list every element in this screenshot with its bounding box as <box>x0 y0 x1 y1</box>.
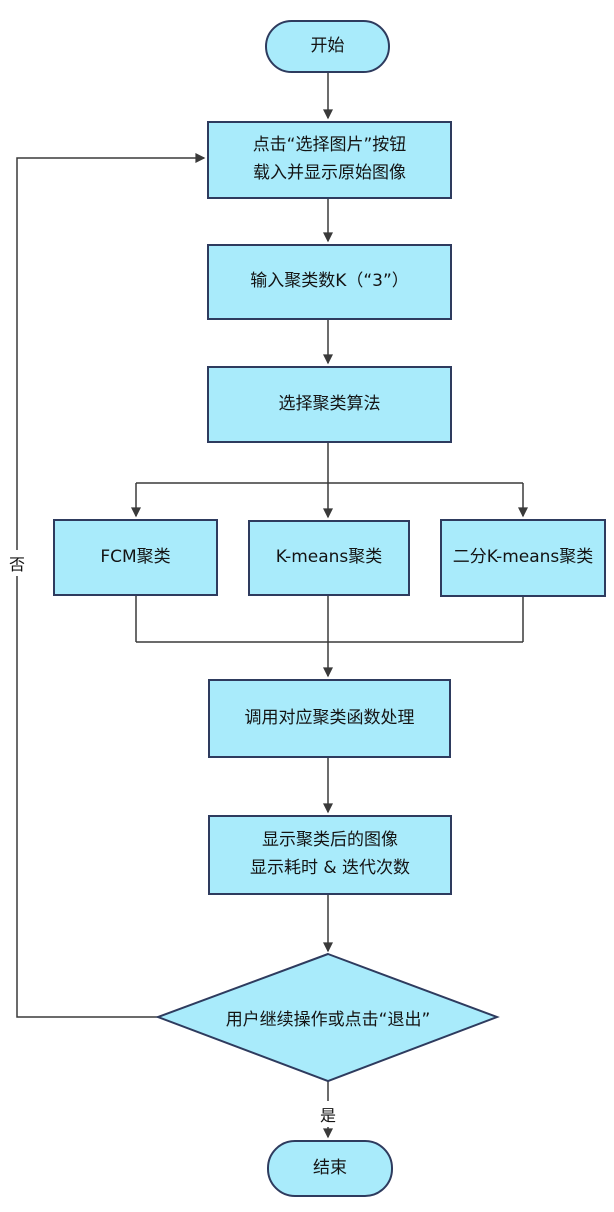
node-start-label: 开始 <box>310 35 345 56</box>
node-kmeans-label: K-means聚类 <box>275 547 383 568</box>
node-bisecting-kmeans-label: 二分K-means聚类 <box>452 547 594 568</box>
node-kmeans: K-means聚类 <box>248 520 410 596</box>
node-call-function-label: 调用对应聚类函数处理 <box>244 707 415 728</box>
node-input-k-label: 输入聚类数K（“3”） <box>250 271 409 292</box>
node-fcm-label: FCM聚类 <box>100 546 171 567</box>
node-show-result-line2: 显示耗时 & 迭代次数 <box>249 858 411 878</box>
decision-label: 用户继续操作或点击“退出” <box>158 1002 498 1032</box>
node-load-image-line1: 点击“选择图片”按钮 <box>252 135 407 156</box>
node-select-algorithm: 选择聚类算法 <box>207 366 452 443</box>
node-load-image: 点击“选择图片”按钮 载入并显示原始图像 <box>207 121 452 199</box>
node-input-k: 输入聚类数K（“3”） <box>207 244 452 320</box>
node-end: 结束 <box>267 1140 393 1197</box>
edge-label-no: 否 <box>5 550 29 576</box>
node-load-image-line2: 载入并显示原始图像 <box>253 163 406 183</box>
node-call-function: 调用对应聚类函数处理 <box>208 679 451 758</box>
node-end-label: 结束 <box>313 1157 347 1178</box>
node-bisecting-kmeans: 二分K-means聚类 <box>440 519 606 597</box>
decision-diamond <box>155 952 500 1083</box>
node-show-result: 显示聚类后的图像 显示耗时 & 迭代次数 <box>208 815 452 895</box>
node-select-algorithm-label: 选择聚类算法 <box>278 393 381 414</box>
decision-label-text: 用户继续操作或点击“退出” <box>225 1009 431 1030</box>
node-show-result-line1: 显示聚类后的图像 <box>262 830 398 851</box>
edge-label-yes: 是 <box>316 1101 340 1127</box>
node-start: 开始 <box>265 20 390 73</box>
node-fcm: FCM聚类 <box>53 519 218 596</box>
